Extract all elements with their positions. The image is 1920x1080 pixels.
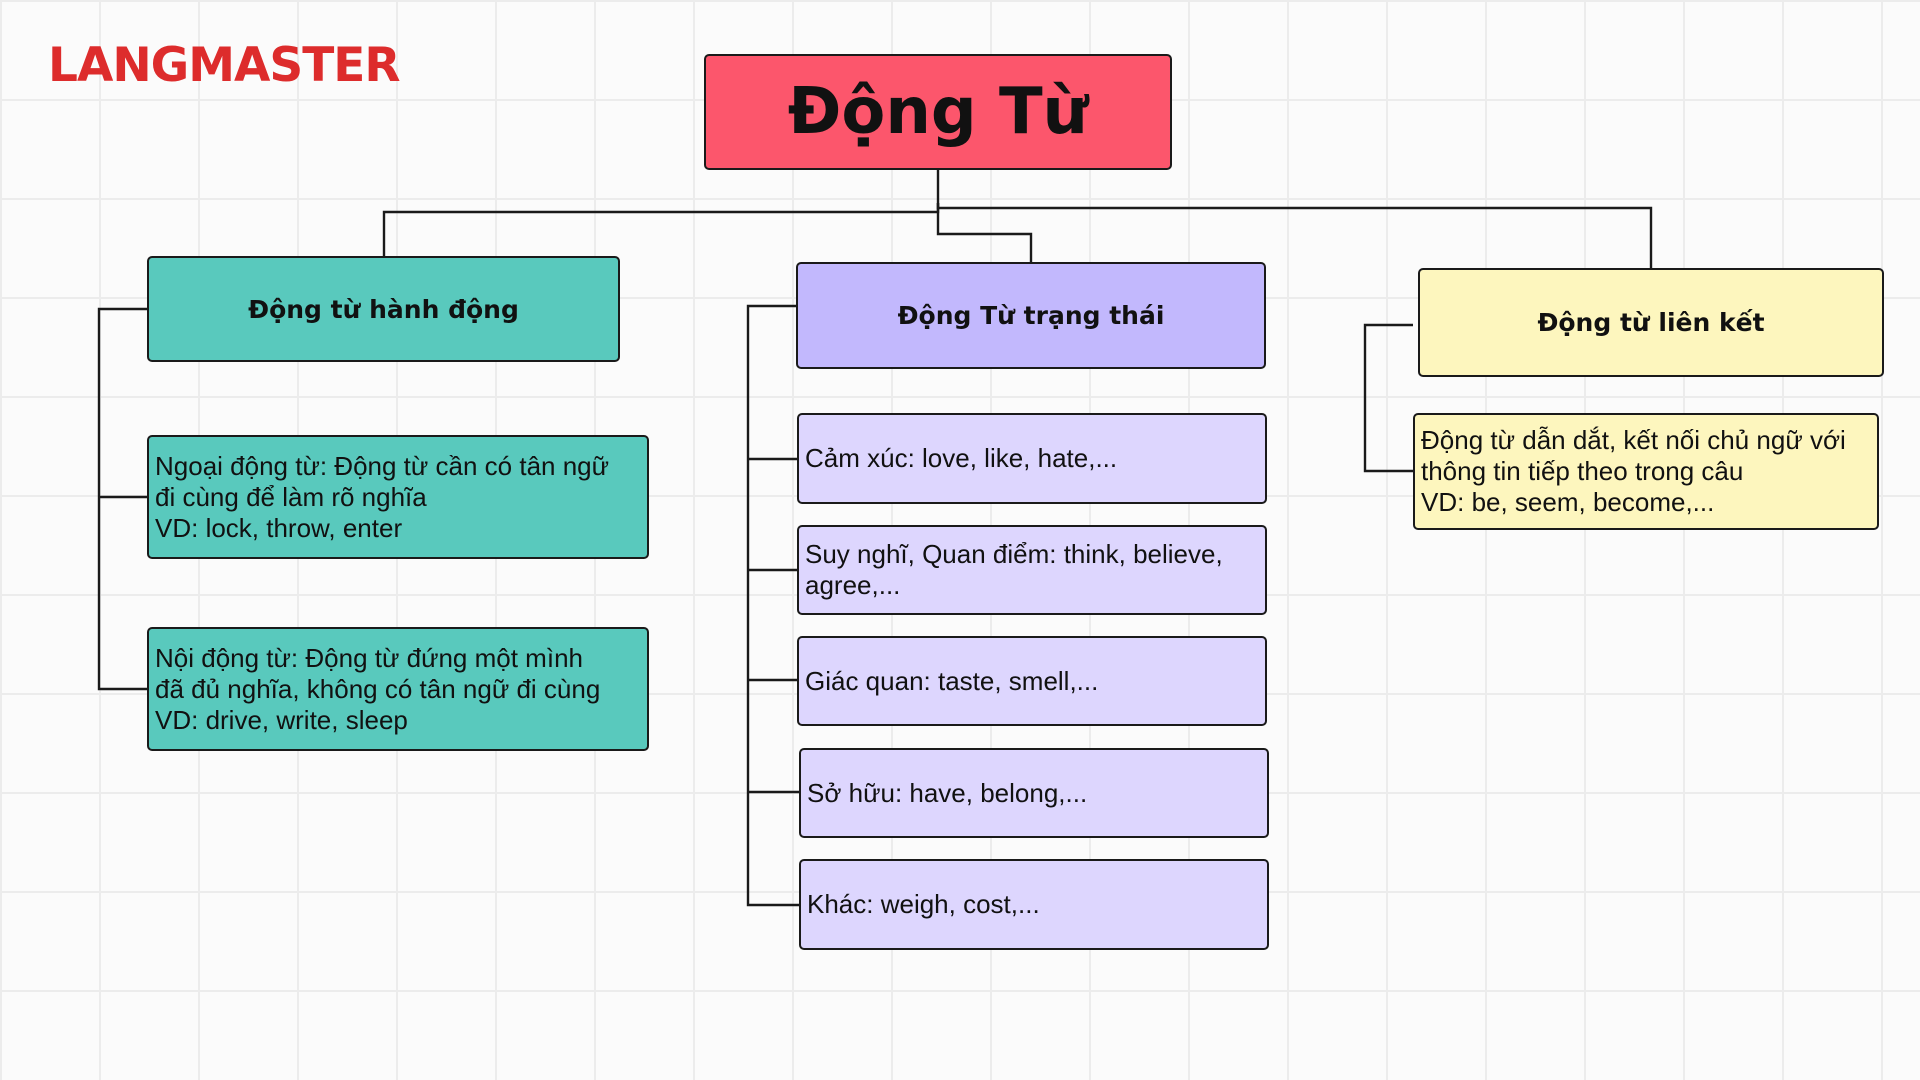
item-line: Nội động từ: Động từ đứng một mình bbox=[155, 642, 583, 673]
item-line: Sở hữu: have, belong,... bbox=[807, 777, 1088, 808]
state-item-emotion: Cảm xúc: love, like, hate,... bbox=[797, 413, 1267, 504]
item-line: Suy nghĩ, Quan điểm: think, believe, bbox=[805, 539, 1223, 569]
item-line: Giác quan: taste, smell,... bbox=[805, 665, 1099, 696]
category-state-title: Động Từ trạng thái bbox=[897, 301, 1165, 330]
connector-root-to-action bbox=[382, 203, 940, 256]
state-item-senses: Giác quan: taste, smell,... bbox=[797, 636, 1267, 726]
linking-item-definition: Động từ dẫn dắt, kết nối chủ ngữ với thô… bbox=[1413, 413, 1879, 530]
category-action-title: Động từ hành động bbox=[248, 294, 519, 324]
state-item-possession: Sở hữu: have, belong,... bbox=[799, 748, 1269, 838]
state-item-thought: Suy nghĩ, Quan điểm: think, believe, agr… bbox=[797, 525, 1267, 615]
action-item-transitive: Ngoại động từ: Động từ cần có tân ngữ đi… bbox=[147, 435, 649, 559]
connector-state-branch bbox=[746, 304, 799, 907]
state-item-other: Khác: weigh, cost,... bbox=[799, 859, 1269, 950]
category-action-verbs: Động từ hành động bbox=[147, 256, 620, 362]
langmaster-logo: LANGMASTER bbox=[48, 38, 401, 93]
category-stative-verbs: Động Từ trạng thái bbox=[796, 262, 1266, 369]
connector-root-to-linking bbox=[936, 203, 1653, 268]
item-line: thông tin tiếp theo trong câu bbox=[1421, 456, 1744, 486]
item-line: Cảm xúc: love, like, hate,... bbox=[805, 443, 1118, 473]
item-line: VD: be, seem, become,... bbox=[1421, 487, 1715, 517]
root-title: Động Từ bbox=[787, 75, 1089, 149]
root-node: Động Từ bbox=[704, 54, 1172, 170]
item-line: đi cùng để làm rõ nghĩa bbox=[155, 481, 427, 512]
item-line: VD: lock, throw, enter bbox=[155, 512, 403, 543]
item-line: VD: drive, write, sleep bbox=[155, 704, 408, 735]
action-item-intransitive: Nội động từ: Động từ đứng một mình đã đủ… bbox=[147, 627, 649, 751]
category-linking-verbs: Động từ liên kết bbox=[1418, 268, 1884, 377]
item-line: agree,... bbox=[805, 570, 901, 600]
category-linking-title: Động từ liên kết bbox=[1537, 308, 1765, 337]
item-line: đã đủ nghĩa, không có tân ngữ đi cùng bbox=[155, 673, 601, 704]
connector-linking-branch bbox=[1363, 323, 1413, 473]
item-line: Ngoại động từ: Động từ cần có tân ngữ bbox=[155, 450, 610, 481]
item-line: Khác: weigh, cost,... bbox=[807, 889, 1040, 919]
connector-action-branch bbox=[97, 307, 147, 691]
connector-root-to-state bbox=[936, 203, 1033, 262]
item-line: Động từ dẫn dắt, kết nối chủ ngữ với bbox=[1421, 425, 1846, 455]
